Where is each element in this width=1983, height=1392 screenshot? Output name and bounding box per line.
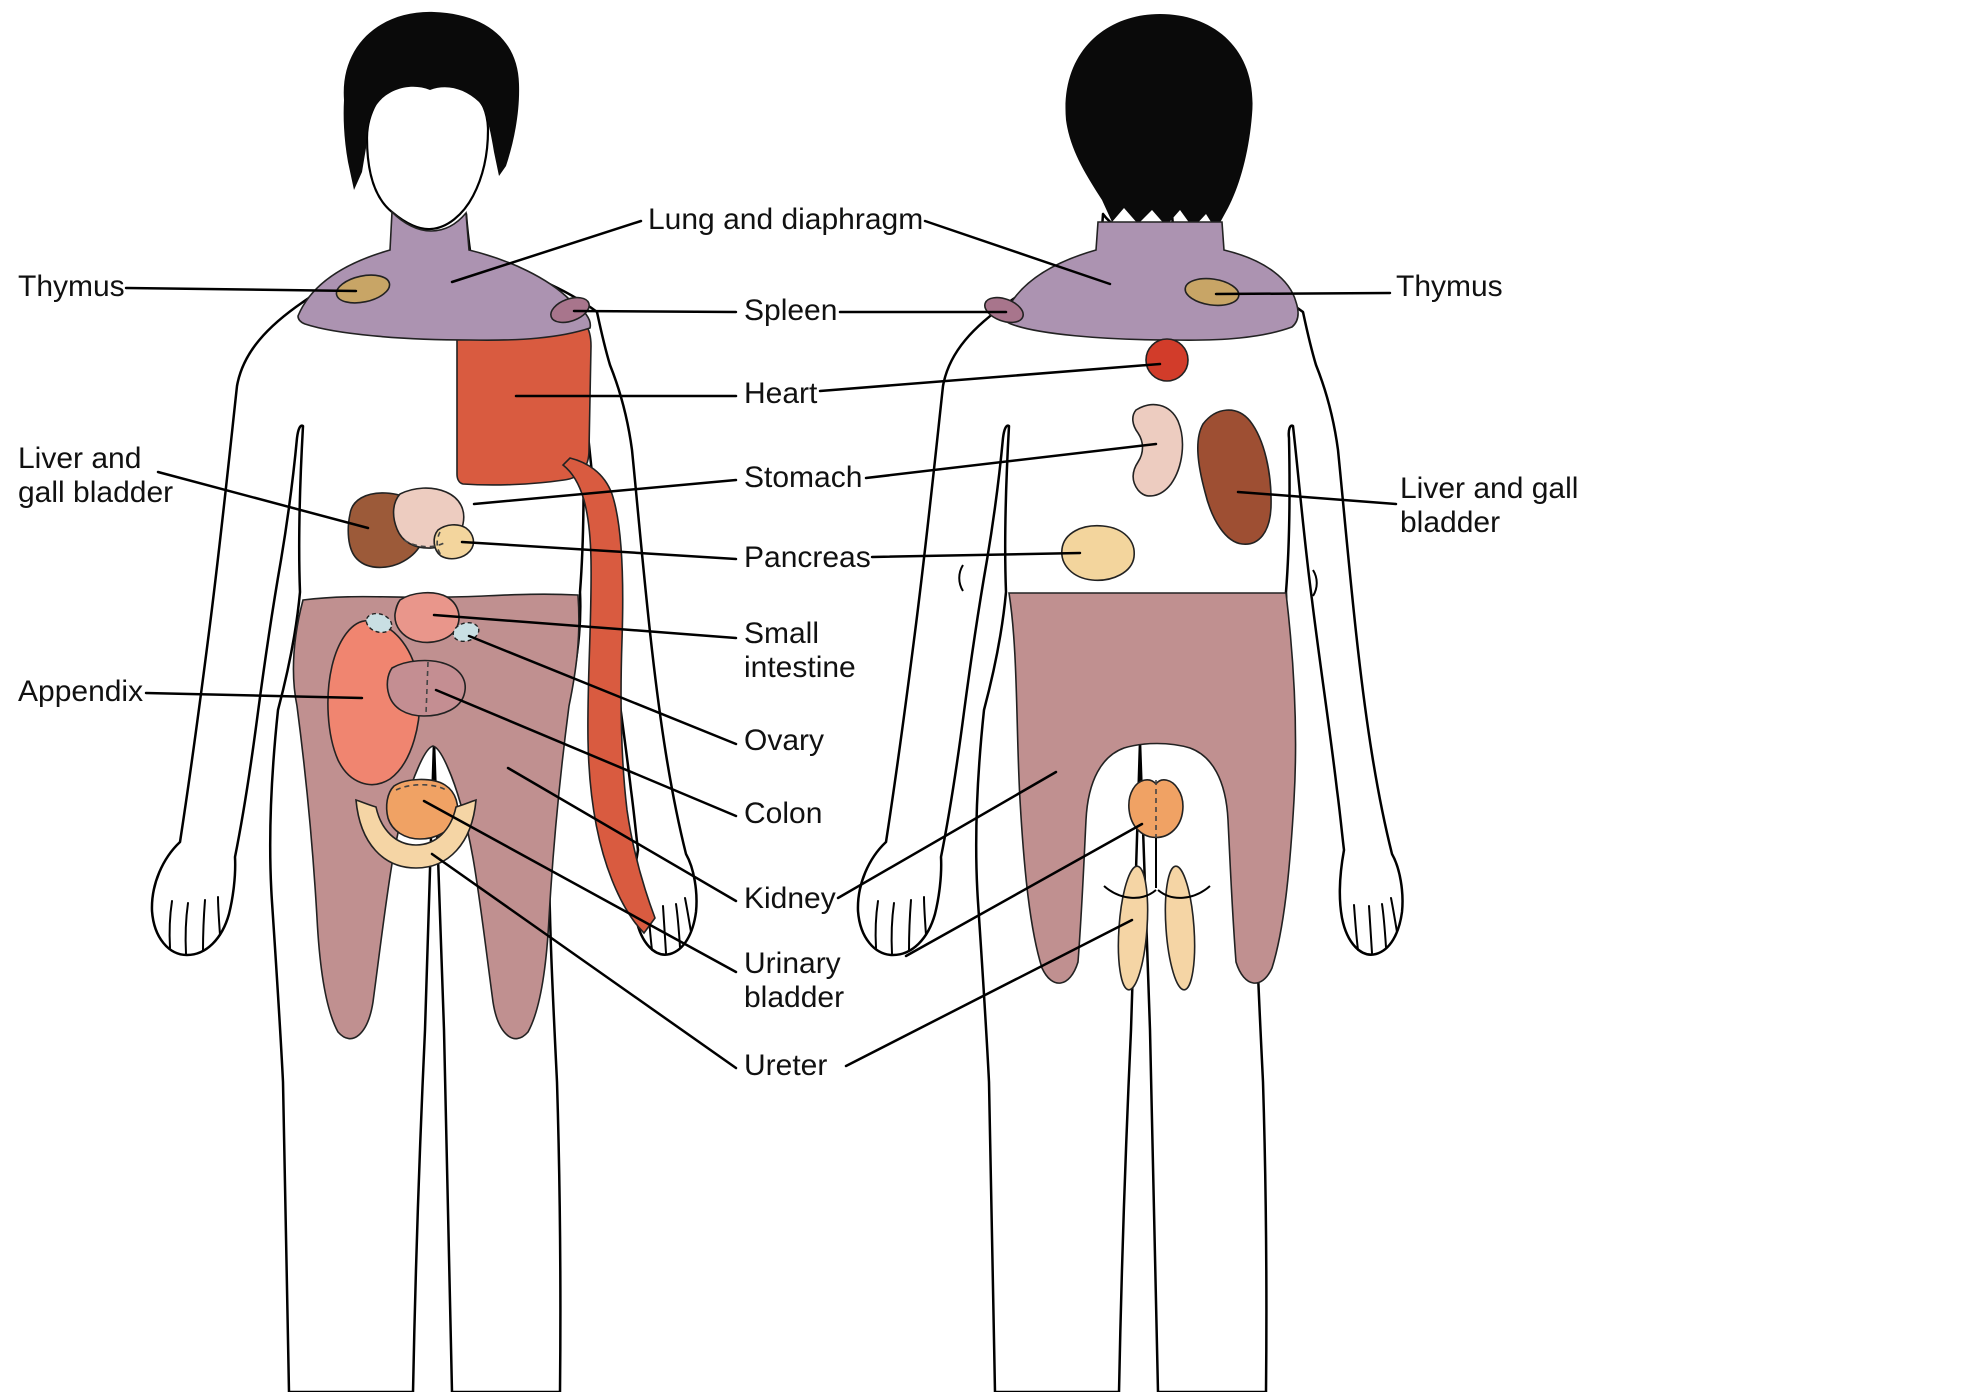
label-liver-gall-bladder-right: Liver and gall bladder [1400,472,1579,539]
lung-diaphragm-region-back [1003,221,1299,341]
label-spleen: Spleen [744,294,838,327]
label-kidney: Kidney [744,882,836,915]
leader-thymus-front [124,286,358,293]
liver-gallbladder-region-back [1197,409,1272,545]
leader-kidney-back [836,770,1058,900]
leader-kidney-front [506,766,738,903]
label-thymus-right: Thymus [1396,270,1503,303]
leader-stomach-back [864,442,1158,480]
leader-lung-front [450,219,643,284]
label-liver-gall-bladder-left: Liver and gall bladder [18,442,174,509]
label-pancreas: Pancreas [744,541,871,574]
finger-lines [168,896,692,955]
leader-bladder-back [904,822,1144,958]
hair-back [1065,14,1253,230]
leader-liver-back [1236,490,1398,506]
pancreas-region-front [433,524,475,560]
label-thymus-left: Thymus [18,270,125,303]
leader-appendix [144,691,364,700]
ovary-region-left-front [365,612,393,634]
kidney-region-back [1008,592,1297,984]
label-appendix: Appendix [18,675,144,708]
back-figure [856,14,1404,1392]
leader-colon [434,688,738,818]
label-ovary: Ovary [744,724,825,757]
label-stomach: Stomach [744,461,863,494]
front-figure [150,11,698,1392]
pancreas-region-back [1061,524,1135,582]
leader-bladder-front [422,799,738,974]
leader-pancreas-back [870,551,1082,559]
ureter-region-front [355,798,477,869]
leader-ureter-front [430,852,738,1070]
colon-region-front [386,659,466,717]
leader-pancreas-front [460,540,738,561]
thymus-region-back [1184,277,1240,307]
label-lung-and-diaphragm: Lung and diaphragm [648,203,924,236]
heart-referred-region-back [1145,338,1189,382]
leader-lung-back [923,219,1112,286]
spleen-region-front [550,296,590,324]
leader-liver-front [156,470,370,530]
leader-small-intestine [432,613,738,640]
leader-spleen-front [572,309,738,314]
label-urinary-bladder: Urinary bladder [744,947,845,1014]
leader-stomach-front [472,478,738,506]
leader-heart-back [818,362,1162,393]
spleen-region-back [984,296,1024,324]
leader-lines [124,219,1398,1070]
label-heart: Heart [744,377,818,410]
stomach-region-back [1132,403,1184,497]
lung-diaphragm-region-front [297,210,592,341]
label-colon: Colon [744,797,823,830]
label-ureter: Ureter [744,1049,828,1082]
organ-detail-dashes-front [395,531,447,791]
hair-front [343,11,520,191]
thymus-region-front [335,274,391,304]
buttock-lines [958,564,1318,899]
leader-thymus-back [1214,291,1392,296]
leader-ureter-back [844,918,1134,1068]
leader-ovary [467,634,738,746]
small-intestine-region-front [394,591,460,644]
label-small-intestine: Small intestine [744,617,856,684]
